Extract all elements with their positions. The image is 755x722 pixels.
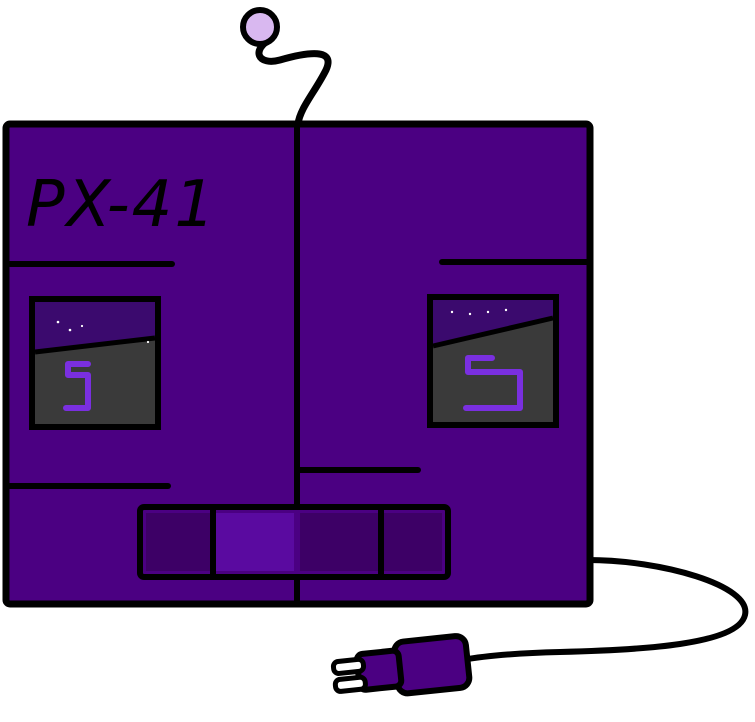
mouth (137, 504, 451, 580)
mouth-segment (216, 513, 294, 571)
mouth-segment (146, 513, 210, 571)
power-cord (459, 557, 749, 663)
mouth-segment (384, 513, 442, 571)
plug (330, 633, 473, 697)
plug-body (391, 633, 473, 697)
robot-body (2, 120, 594, 608)
plug-prong-top (330, 656, 367, 676)
mouth-segment (300, 513, 378, 571)
right-eye-symbol (463, 355, 523, 411)
antenna-tip (240, 7, 280, 47)
right-eye (427, 294, 559, 428)
left-eye (29, 296, 161, 430)
antenna (240, 7, 332, 128)
robot-label: PX-41 (26, 168, 217, 242)
left-eye-symbol (63, 361, 91, 411)
plug-prong-bottom (332, 674, 368, 694)
